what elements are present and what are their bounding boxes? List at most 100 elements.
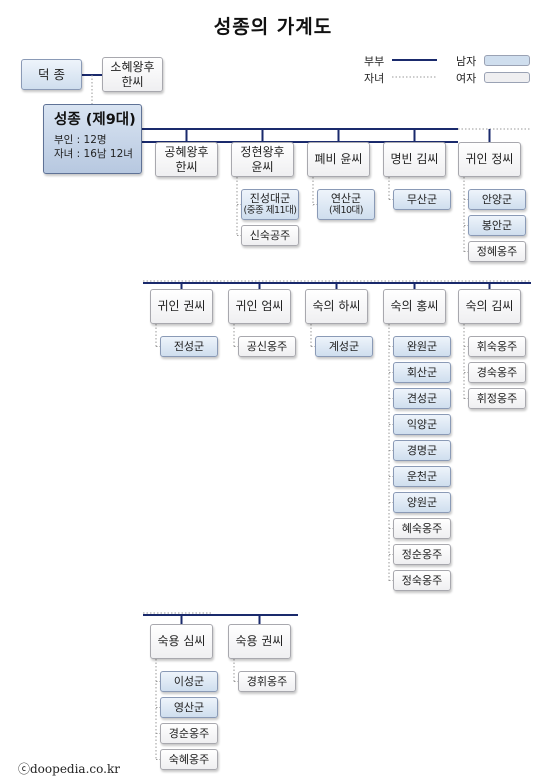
seongjong-name: 성종 (제9대) xyxy=(54,112,136,128)
child-box: 진성대군(중종 제11대) xyxy=(241,189,299,220)
wife-name: 숙용 권씨 xyxy=(235,634,284,648)
child-box: 봉안군 xyxy=(468,215,526,236)
child-name: 완원군 xyxy=(406,339,438,353)
child-name: 신숙공주 xyxy=(249,228,291,242)
child-box: 정혜옹주 xyxy=(468,241,526,262)
wife-name: 귀인 엄씨 xyxy=(235,299,284,313)
mother-name-line2: 한씨 xyxy=(121,74,144,89)
child-name: 정순옹주 xyxy=(401,547,443,561)
child-box: 견성군 xyxy=(393,388,451,409)
wife-name: 숙의 홍씨 xyxy=(390,299,439,313)
child-box: 휘정옹주 xyxy=(468,388,526,409)
child-box: 경숙옹주 xyxy=(468,362,526,383)
child-name: 혜숙옹주 xyxy=(401,521,443,535)
child-name: 봉안군 xyxy=(481,218,513,232)
seongjong-children-count: 자녀 : 16남 12녀 xyxy=(54,148,133,161)
child-box: 경명군 xyxy=(393,440,451,461)
child-box: 연산군(제10대) xyxy=(317,189,375,220)
child-box: 공신옹주 xyxy=(238,336,296,357)
child-box: 영산군 xyxy=(160,697,218,718)
child-name: 경휘옹주 xyxy=(246,674,288,688)
child-reign-note: (중종 제11대) xyxy=(243,205,297,217)
child-box: 완원군 xyxy=(393,336,451,357)
child-name: 견성군 xyxy=(406,391,438,405)
wife-box-6: 귀인 권씨 xyxy=(150,289,213,324)
child-box: 이성군 xyxy=(160,671,218,692)
child-box: 회산군 xyxy=(393,362,451,383)
child-name: 안양군 xyxy=(481,192,513,206)
wife-name: 명빈 김씨 xyxy=(390,152,439,166)
seongjong-box: 성종 (제9대) 부인 : 12명 자녀 : 16남 12녀 xyxy=(43,104,142,174)
wife-name: 숙의 김씨 xyxy=(465,299,514,313)
wife-box-3: 폐비 윤씨 xyxy=(307,142,370,177)
wife-box-5: 귀인 정씨 xyxy=(458,142,521,177)
wife-box-11: 숙용 심씨 xyxy=(150,624,213,659)
child-box: 무산군 xyxy=(393,189,451,210)
wife-name: 귀인 권씨 xyxy=(157,299,206,313)
child-box: 휘숙옹주 xyxy=(468,336,526,357)
child-name: 양원군 xyxy=(406,495,438,509)
child-name: 공신옹주 xyxy=(246,339,288,353)
mother-name-line1: 소혜왕후 xyxy=(110,59,155,74)
legend-female-label: 여자 xyxy=(456,72,477,85)
wife-box-10: 숙의 김씨 xyxy=(458,289,521,324)
wife-box-12: 숙용 권씨 xyxy=(228,624,291,659)
child-name: 운천군 xyxy=(406,469,438,483)
child-box: 혜숙옹주 xyxy=(393,518,451,539)
child-box: 경순옹주 xyxy=(160,723,218,744)
child-box: 숙혜옹주 xyxy=(160,749,218,770)
legend-male-label: 남자 xyxy=(456,55,477,68)
child-box: 운천군 xyxy=(393,466,451,487)
child-name: 전성군 xyxy=(173,339,205,353)
child-reign-note: (제10대) xyxy=(329,205,363,217)
wife-name: 귀인 정씨 xyxy=(465,152,514,166)
child-name: 휘숙옹주 xyxy=(476,339,518,353)
copyright-text: ⓒdoopedia.co.kr xyxy=(18,762,120,776)
child-box: 정숙옹주 xyxy=(393,570,451,591)
child-name: 회산군 xyxy=(406,365,438,379)
child-name: 경숙옹주 xyxy=(476,365,518,379)
child-box: 경휘옹주 xyxy=(238,671,296,692)
child-name: 휘정옹주 xyxy=(476,391,518,405)
child-box: 계성군 xyxy=(315,336,373,357)
wife-name: 폐비 윤씨 xyxy=(314,152,363,166)
wife-box-7: 귀인 엄씨 xyxy=(228,289,291,324)
seongjong-wives-count: 부인 : 12명 xyxy=(54,134,107,147)
wife-name: 숙용 심씨 xyxy=(157,634,206,648)
child-name: 이성군 xyxy=(173,674,205,688)
child-name: 경명군 xyxy=(406,443,438,457)
child-name: 무산군 xyxy=(406,192,438,206)
child-name: 정숙옹주 xyxy=(401,573,443,587)
child-name: 연산군 xyxy=(330,191,362,205)
child-box: 익양군 xyxy=(393,414,451,435)
child-name: 숙혜옹주 xyxy=(168,752,210,766)
child-box: 신숙공주 xyxy=(241,225,299,246)
wife-box-4: 명빈 김씨 xyxy=(383,142,446,177)
wife-name-line2: 윤씨 xyxy=(251,159,274,174)
legend-child-label: 자녀 xyxy=(364,72,385,85)
child-name: 정혜옹주 xyxy=(476,244,518,258)
page-title: 성종의 가계도 xyxy=(213,16,333,38)
wife-name: 정현왕후 xyxy=(240,144,285,159)
father-box-deokjong: 덕 종 xyxy=(21,59,82,90)
wife-name: 공혜왕후 xyxy=(164,144,209,159)
child-name: 영산군 xyxy=(173,700,205,714)
child-box: 안양군 xyxy=(468,189,526,210)
child-box: 전성군 xyxy=(160,336,218,357)
child-name: 진성대군 xyxy=(249,191,291,205)
child-name: 경순옹주 xyxy=(168,726,210,740)
wife-name: 숙의 하씨 xyxy=(312,299,361,313)
wife-box-9: 숙의 홍씨 xyxy=(383,289,446,324)
child-name: 익양군 xyxy=(406,417,438,431)
child-box: 양원군 xyxy=(393,492,451,513)
legend-male-swatch xyxy=(484,55,530,66)
child-name: 계성군 xyxy=(328,339,360,353)
legend-spouse-label: 부부 xyxy=(364,55,385,68)
mother-box-sohye: 소혜왕후 한씨 xyxy=(102,57,163,92)
legend-female-swatch xyxy=(484,72,530,83)
wife-box-8: 숙의 하씨 xyxy=(305,289,368,324)
father-name: 덕 종 xyxy=(38,66,65,82)
wife-name-line2: 한씨 xyxy=(175,159,198,174)
